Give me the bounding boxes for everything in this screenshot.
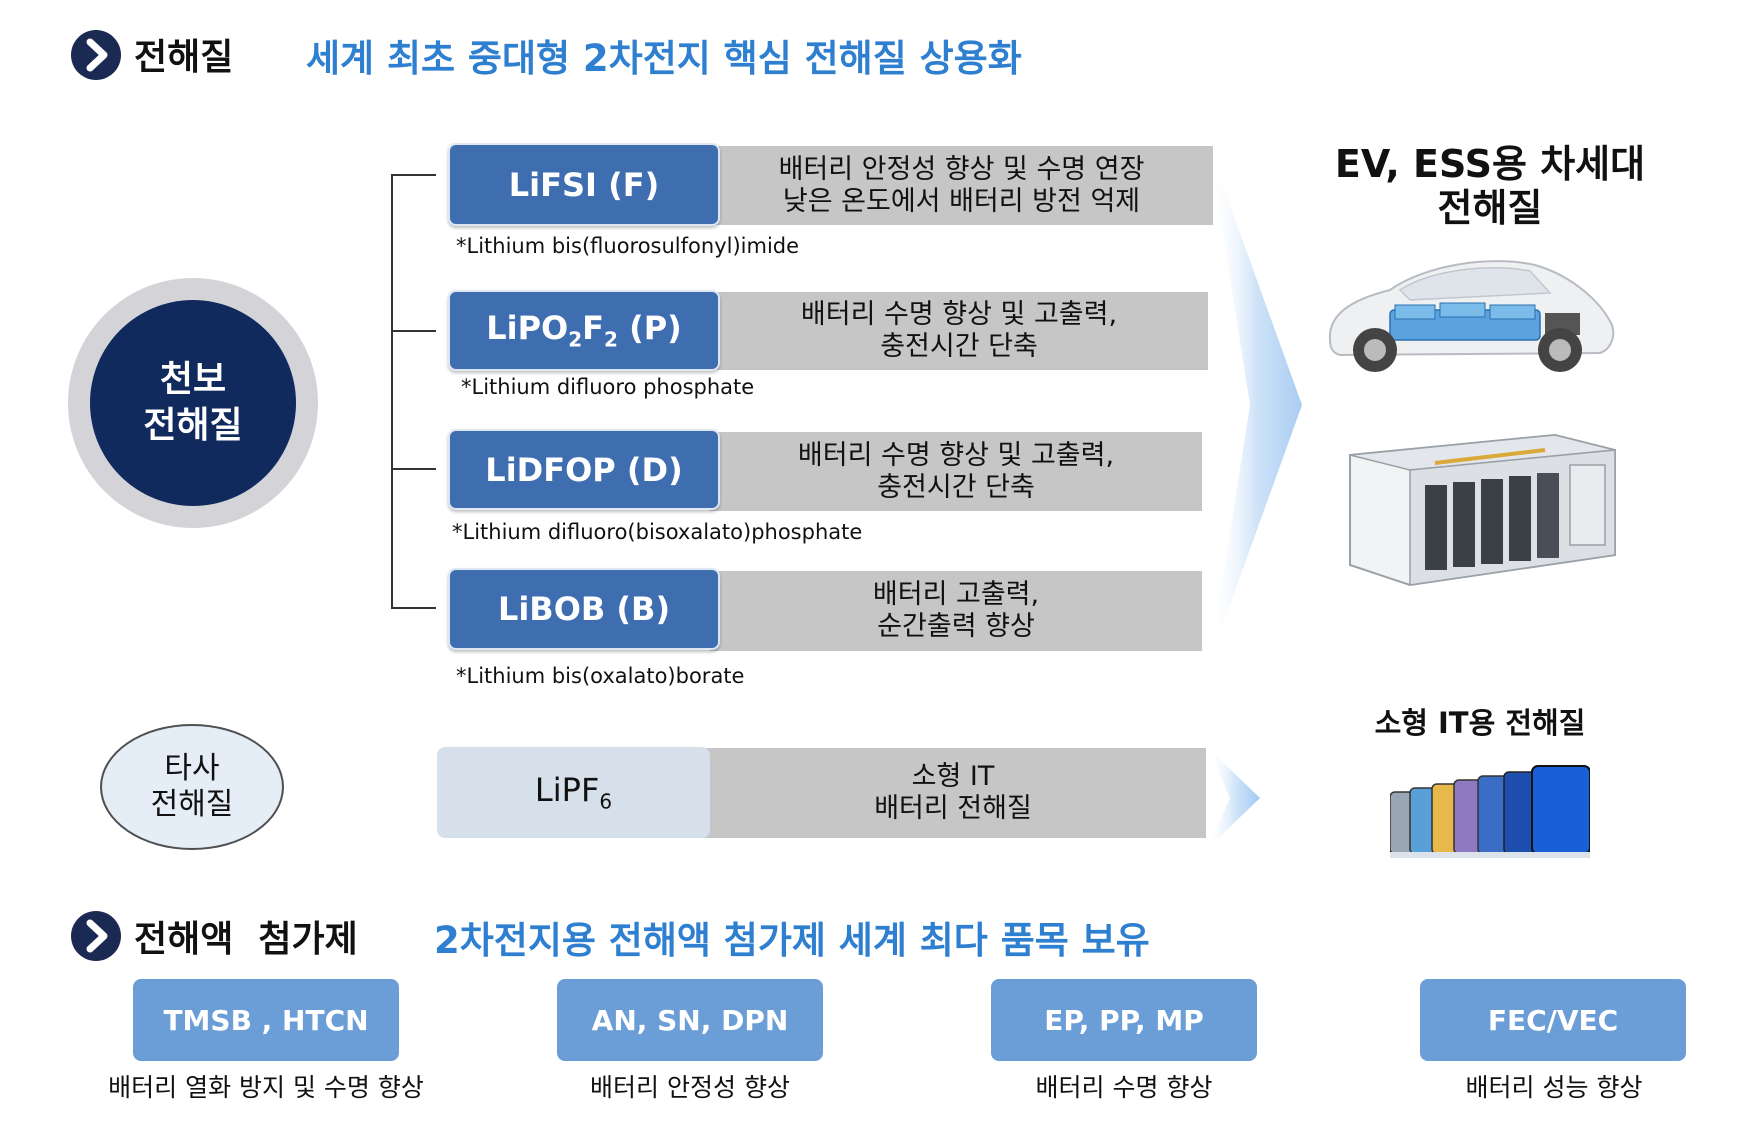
product-libob-label: LiBOB (B) (498, 590, 670, 628)
desc-lipo2f2-line1: 배터리 수명 향상 및 고출력, (801, 299, 1117, 330)
bracket-tick-3 (391, 468, 436, 470)
ev-ess-title: EV, ESS용 차세대 전해질 (1330, 142, 1650, 230)
additive-tmsb-htcn-desc: 배터리 열화 방지 및 수명 향상 (86, 1068, 446, 1104)
additive-fec-vec-desc: 배터리 성능 향상 (1404, 1068, 1704, 1104)
other-label-line2: 전해질 (151, 787, 234, 822)
ess-container-image (1345, 415, 1620, 590)
desc-lipo2f2: 배터리 수명 향상 및 고출력,충전시간 단축 (710, 292, 1208, 370)
desc-lipf6-line1: 소형 IT (912, 761, 995, 792)
desc-lifsi-line1: 배터리 안정성 향상 및 수명 연장 (779, 154, 1145, 185)
section-subtitle-additive: 2차전지용 전해액 첨가제 세계 최다 품목 보유 (434, 910, 1150, 964)
smartphones-image (1390, 764, 1590, 859)
additive-fec-vec: FEC/VEC (1420, 979, 1686, 1061)
product-lipo2f2-label: LiPO2F2 (P) (486, 309, 682, 351)
product-lipf6: LiPF6 (437, 747, 710, 838)
footnote-lifsi: *Lithium bis(fluorosulfonyl)imide (456, 234, 799, 258)
small-arrow-right-icon (1208, 748, 1266, 848)
ev-car-image (1320, 245, 1620, 380)
chevron-right-icon (71, 911, 121, 961)
product-lipf6-label: LiPF6 (535, 771, 612, 813)
desc-lidfop: 배터리 수명 향상 및 고출력,충전시간 단축 (710, 432, 1202, 511)
small-it-title: 소형 IT용 전해질 (1360, 700, 1600, 742)
additive-an-sn-dpn: AN, SN, DPN (557, 979, 823, 1061)
desc-libob-line2: 순간출력 향상 (877, 611, 1035, 642)
desc-lidfop-line1: 배터리 수명 향상 및 고출력, (798, 440, 1114, 471)
product-lifsi: LiFSI (F) (448, 143, 720, 226)
bracket-tick-2 (391, 330, 436, 332)
desc-lifsi-line2: 낮은 온도에서 배터리 방전 억제 (783, 186, 1140, 217)
bracket-tick-4 (391, 607, 436, 609)
footnote-libob: *Lithium bis(oxalato)borate (456, 664, 744, 688)
section-title-electrolyte: 전해질 (134, 28, 233, 80)
additive-fec-vec-label: FEC/VEC (1488, 1004, 1618, 1037)
additive-an-sn-dpn-label: AN, SN, DPN (592, 1004, 789, 1037)
product-libob: LiBOB (B) (448, 568, 720, 650)
product-lipo2f2: LiPO2F2 (P) (448, 290, 720, 371)
ev-ess-title-line2: 전해질 (1438, 186, 1543, 230)
other-label-line1: 타사 (164, 751, 219, 786)
big-arrow-right-icon (1210, 150, 1310, 660)
ev-ess-title-line1: EV, ESS용 차세대 (1335, 142, 1645, 186)
desc-lipf6-line2: 배터리 전해질 (874, 793, 1032, 824)
desc-libob-line1: 배터리 고출력, (873, 579, 1039, 610)
additive-tmsb-htcn-label: TMSB , HTCN (163, 1004, 368, 1037)
footnote-lidfop: *Lithium difluoro(bisoxalato)phosphate (452, 520, 862, 544)
additive-tmsb-htcn: TMSB , HTCN (133, 979, 399, 1061)
bracket-tick-1 (391, 174, 436, 176)
section-subtitle-electrolyte: 세계 최초 중대형 2차전지 핵심 전해질 상용화 (306, 28, 1022, 82)
product-lidfop: LiDFOP (D) (448, 429, 720, 510)
desc-lidfop-line2: 충전시간 단축 (877, 472, 1035, 503)
additive-ep-pp-mp: EP, PP, MP (991, 979, 1257, 1061)
additive-ep-pp-mp-desc: 배터리 수명 향상 (974, 1068, 1274, 1104)
additive-ep-pp-mp-label: EP, PP, MP (1044, 1004, 1204, 1037)
bracket-vertical (391, 174, 393, 609)
footnote-lipo2f2: *Lithium difluoro phosphate (461, 375, 754, 399)
desc-lipo2f2-line2: 충전시간 단축 (880, 331, 1038, 362)
desc-libob: 배터리 고출력,순간출력 향상 (710, 571, 1202, 651)
chevron-right-icon (71, 30, 121, 80)
product-lifsi-label: LiFSI (F) (509, 166, 659, 204)
chunbo-label-line1: 천보 (160, 359, 226, 400)
chunbo-label-line2: 전해질 (143, 405, 242, 446)
product-lidfop-label: LiDFOP (D) (485, 451, 682, 489)
additive-an-sn-dpn-desc: 배터리 안정성 향상 (540, 1068, 840, 1104)
section-title-additive: 전해액 첨가제 (134, 910, 358, 962)
